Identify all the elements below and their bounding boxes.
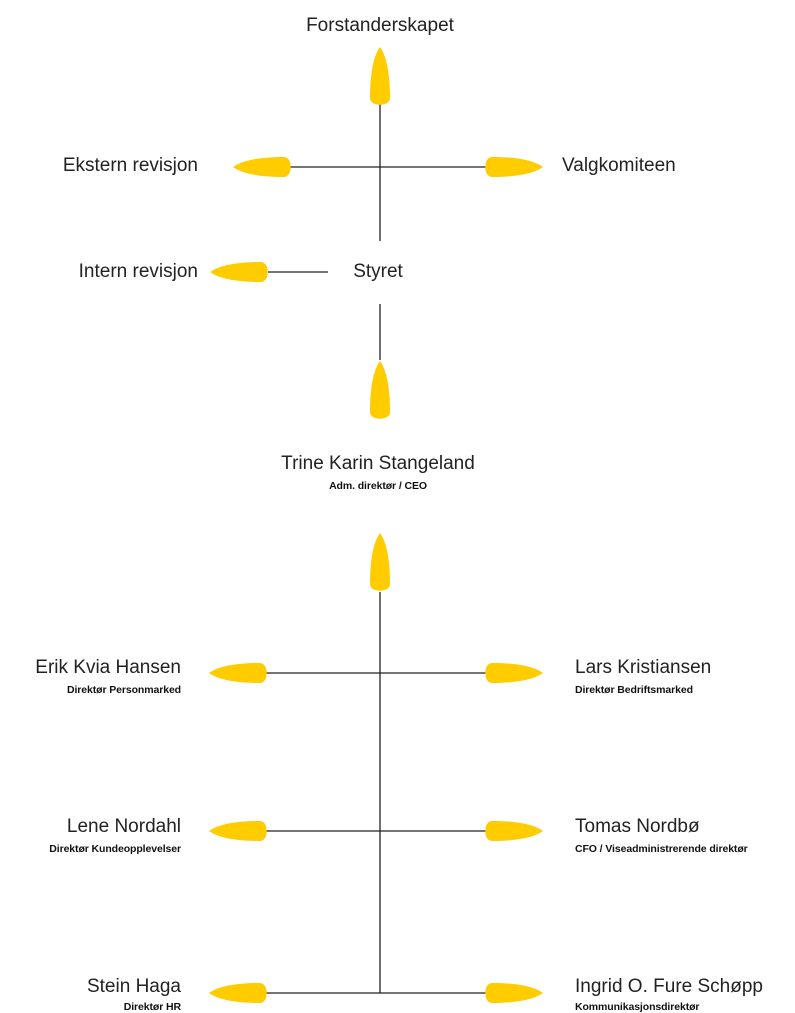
leaf-intern-revisjon bbox=[210, 262, 268, 282]
leaf-ceo bbox=[370, 533, 390, 591]
connector-lines bbox=[266, 104, 486, 994]
node-intern-revisjon: Intern revisjon bbox=[78, 261, 198, 282]
exec-role-erik-kvia-hansen: Direktør Personmarked bbox=[66, 684, 181, 696]
leaf-ekstern-revisjon bbox=[233, 157, 291, 177]
exec-role-ingrid-o-fure-schopp: Kommunikasjonsdirektør bbox=[575, 1001, 700, 1013]
leaf-stein-haga bbox=[209, 983, 267, 1003]
exec-role-lars-kristiansen: Direktør Bedriftsmarked bbox=[575, 684, 693, 696]
leaf-markers bbox=[209, 47, 543, 1003]
exec-name-erik-kvia-hansen: Erik Kvia Hansen bbox=[35, 657, 181, 678]
leaf-styret bbox=[370, 361, 390, 419]
exec-role-lene-nordahl: Direktør Kundeopplevelser bbox=[49, 843, 181, 855]
exec-name-ingrid-o-fure-schopp: Ingrid O. Fure Schøpp bbox=[575, 976, 763, 997]
ceo-name: Trine Karin Stangeland bbox=[281, 453, 475, 474]
node-valgkomiteen: Valgkomiteen bbox=[562, 155, 676, 176]
leaf-valgkomiteen bbox=[485, 157, 543, 177]
exec-name-lene-nordahl: Lene Nordahl bbox=[66, 816, 181, 837]
leaf-erik-kvia-hansen bbox=[209, 663, 267, 683]
leaf-tomas-nordbo bbox=[485, 821, 543, 841]
exec-name-tomas-nordbo: Tomas Nordbø bbox=[575, 816, 700, 837]
ceo-role: Adm. direktør / CEO bbox=[329, 480, 427, 492]
leaf-forstanderskapet bbox=[370, 47, 390, 105]
leaf-lene-nordahl bbox=[209, 821, 267, 841]
exec-name-lars-kristiansen: Lars Kristiansen bbox=[575, 657, 712, 678]
node-styret: Styret bbox=[353, 261, 403, 282]
exec-name-stein-haga: Stein Haga bbox=[86, 976, 181, 997]
node-ekstern-revisjon: Ekstern revisjon bbox=[62, 155, 198, 176]
leaf-lars-kristiansen bbox=[485, 663, 543, 683]
node-forstanderskapet: Forstanderskapet bbox=[306, 15, 454, 36]
exec-role-stein-haga: Direktør HR bbox=[123, 1001, 181, 1013]
exec-role-tomas-nordbo: CFO / Viseadministrerende direktør bbox=[575, 843, 748, 855]
leaf-ingrid-o-fure-schopp bbox=[485, 983, 543, 1003]
